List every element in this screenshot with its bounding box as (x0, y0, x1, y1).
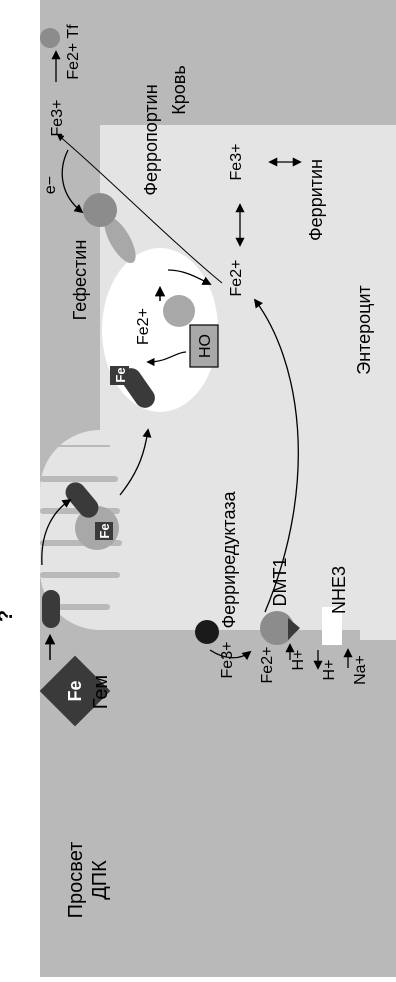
cyto-fe2-label: Fe2+ (228, 260, 245, 297)
heme-transporter (42, 590, 60, 628)
hephaestin-label: Гефестин (70, 240, 90, 321)
lumen-label-2: ДПК (89, 860, 111, 900)
transferrin-particle (40, 28, 60, 48)
vesicle-fe-label: Fe (113, 367, 128, 382)
nhe3-na-label: Na+ (352, 655, 369, 685)
electron-label: e− (42, 176, 59, 194)
heme-label: Гем (90, 675, 112, 709)
question-mark: ? (0, 610, 17, 622)
lumen-fe3-label: Fe3+ (219, 642, 236, 679)
enterocyte-label: Энтероцит (354, 285, 374, 375)
ferritin-label: Ферритин (306, 159, 326, 241)
transferrin-label: Fe2+ Tf (65, 24, 82, 80)
dmt1-fe2-label: Fe2+ (259, 647, 276, 684)
cyto-fe3-label: Fe3+ (228, 144, 245, 181)
heme-fe-label: Fe (65, 680, 85, 701)
dmt1-label: DMT1 (270, 558, 290, 607)
ferroportin-label: Ферропортин (141, 84, 161, 195)
nhe3-label: NHE3 (329, 566, 349, 614)
vesicle-fe2-label: Fe2+ (135, 308, 152, 345)
blood-fe3-label: Fe3+ (49, 100, 66, 137)
endosome-fe-label: Fe (97, 523, 112, 538)
lumen-label-1: Просвет (65, 842, 87, 919)
dmt1-transporter (260, 611, 294, 645)
ferroportin (83, 193, 117, 227)
hephaestin (104, 216, 136, 264)
heme-oxygenase-box (189, 324, 219, 368)
vesicle-fe-particle (163, 295, 195, 327)
dmt1-h-label: H+ (290, 650, 307, 671)
blood-label: Кровь (169, 65, 189, 114)
nhe3-exchanger (322, 607, 342, 645)
nhe3-h-label: H+ (321, 660, 338, 681)
ferrireductase (195, 620, 219, 644)
ho-label: HO (197, 334, 214, 358)
ferrireductase-label: Ферриредуктаза (219, 490, 239, 628)
enterocyte-cell (40, 125, 396, 630)
